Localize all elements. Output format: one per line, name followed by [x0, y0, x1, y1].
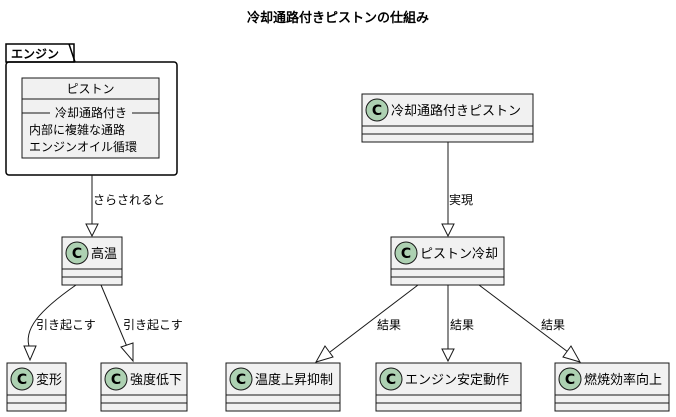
edge-arrowhead	[562, 345, 582, 363]
class-combustion: C 燃焼効率向上	[554, 362, 670, 412]
edge-arrowhead	[441, 223, 455, 238]
edge-label-cooling-to-temp: 結果	[377, 318, 401, 332]
class-stereotype-icon	[394, 241, 418, 265]
class-label: 強度低下	[130, 372, 182, 388]
class-label: エンジン安定動作	[405, 373, 509, 388]
edge-label-cooling-to-combustion: 結果	[541, 318, 565, 332]
class-engine-stable: C エンジン安定動作	[375, 362, 522, 412]
piston-object: ピストン 冷却通路付き 内部に複雑な通路 エンジンオイル循環	[21, 77, 160, 159]
edge-arrowhead	[85, 223, 99, 238]
piston-line-1: 内部に複雑な通路	[29, 122, 125, 137]
class-stereotype-icon	[10, 367, 34, 391]
class-stereotype-icon	[104, 367, 128, 391]
class-deform: C 変形	[6, 362, 67, 412]
class-label: ピストン冷却	[420, 247, 498, 262]
class-piston-cooling: C ピストン冷却	[390, 236, 505, 286]
edge-label-cooled-to-cooling: 実現	[449, 192, 473, 207]
class-stereotype-icon	[229, 367, 253, 391]
piston-name: ピストン	[66, 82, 114, 96]
class-stereotype-icon	[379, 367, 403, 391]
class-label: 変形	[36, 372, 62, 388]
edge-high-to-deform	[27, 284, 77, 350]
edge-cooling-to-combustion	[478, 284, 569, 353]
edge-arrowhead	[120, 342, 134, 363]
edge-label-piston-to-high: さらされると	[93, 193, 165, 207]
edge-high-to-strength	[100, 284, 129, 350]
class-stereotype-icon	[365, 98, 389, 122]
class-stereotype-letter: C	[565, 372, 575, 388]
class-temp-rise: C 温度上昇抑制	[225, 362, 341, 412]
class-stereotype-icon	[558, 367, 582, 391]
class-stereotype-letter: C	[236, 372, 246, 388]
class-strength-drop: C 強度低下	[100, 362, 188, 412]
edge-label-cooling-to-engine: 結果	[450, 318, 474, 332]
class-stereotype-letter: C	[401, 246, 411, 262]
diagram-title: 冷却通路付きピストンの仕組み	[247, 10, 429, 26]
class-stereotype-letter: C	[72, 246, 82, 262]
class-label: 高温	[91, 246, 117, 262]
class-label: 温度上昇抑制	[255, 372, 333, 388]
class-high-temp: C 高温	[61, 236, 123, 286]
class-label: 燃焼効率向上	[584, 372, 662, 388]
edge-arrowhead	[314, 345, 334, 363]
edge-label-high-to-strength: 引き起こす	[123, 318, 183, 332]
edge-arrowhead	[441, 348, 455, 363]
edge-label-high-to-deform: 引き起こす	[36, 318, 96, 332]
class-label: 冷却通路付きピストン	[391, 103, 521, 119]
edge-cooling-to-temp	[329, 284, 419, 353]
piston-separator-label: 冷却通路付き	[55, 105, 127, 120]
class-stereotype-letter: C	[17, 372, 27, 388]
package-label: エンジン	[11, 47, 59, 61]
class-cooled-piston: C 冷却通路付きピストン	[361, 93, 534, 143]
class-stereotype-letter: C	[372, 103, 382, 119]
piston-line-2: エンジンオイル循環	[29, 140, 137, 154]
class-stereotype-letter: C	[386, 372, 396, 388]
class-stereotype-icon	[65, 241, 89, 265]
edge-arrowhead	[23, 345, 37, 362]
class-stereotype-letter: C	[111, 372, 121, 388]
